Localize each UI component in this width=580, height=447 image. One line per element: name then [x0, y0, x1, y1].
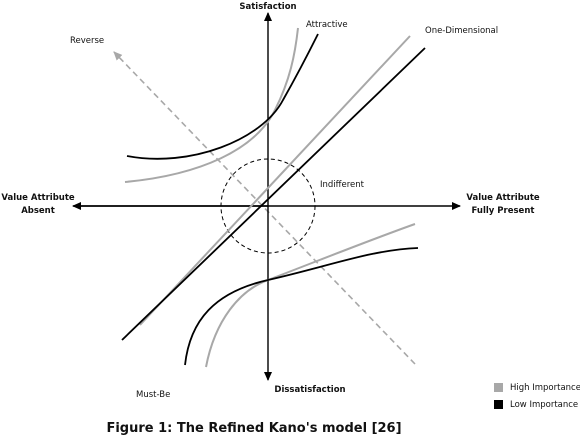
absent-label-line1: Value Attribute [1, 193, 75, 203]
present-label-line1: Value Attribute [466, 193, 540, 203]
must-be-label: Must-Be [136, 390, 170, 400]
one-dimensional-low [121, 47, 426, 341]
absent-label-line2: Absent [21, 206, 55, 216]
legend-label-high: High Importance [510, 383, 580, 393]
attractive-label: Attractive [306, 20, 348, 30]
legend-swatch-low [494, 400, 503, 409]
satisfaction-label: Satisfaction [239, 2, 296, 12]
reverse-label: Reverse [70, 36, 104, 46]
one-dimensional-label: One-Dimensional [425, 26, 498, 36]
figure-caption: Figure 1: The Refined Kano's model [26] [106, 421, 401, 436]
must-be-curve-low [184, 247, 419, 366]
one-dimensional-high [139, 35, 411, 326]
indifferent-label: Indifferent [320, 180, 365, 190]
reverse-line [113, 51, 416, 365]
legend: High Importance Low Importance [494, 383, 580, 410]
present-label-line2: Fully Present [472, 206, 535, 216]
must-be-curve-high [205, 223, 416, 368]
legend-swatch-high [494, 383, 503, 392]
attractive-curve-low [126, 33, 319, 160]
legend-label-low: Low Importance [510, 400, 578, 410]
dissatisfaction-label: Dissatisfaction [274, 385, 345, 395]
